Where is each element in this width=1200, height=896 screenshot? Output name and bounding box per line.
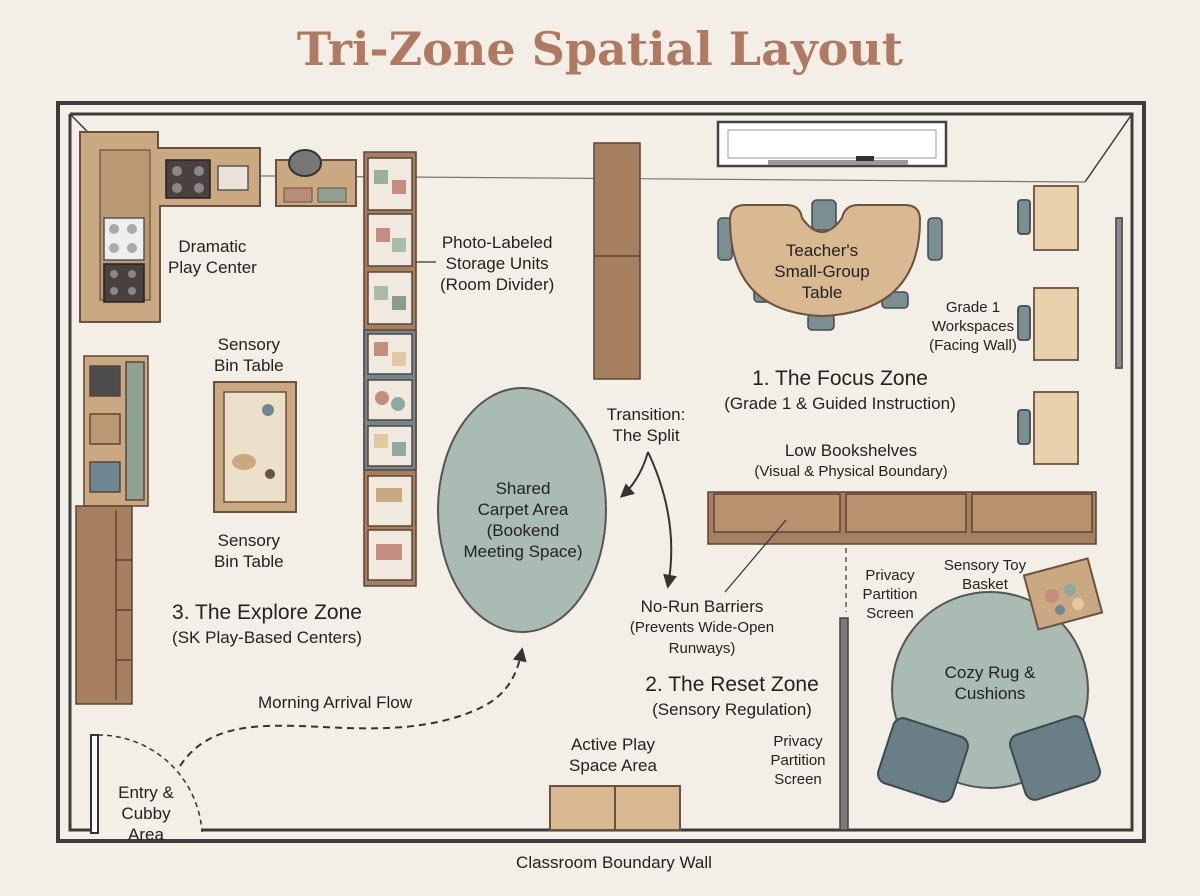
left-tall-shelf[interactable] [75,505,133,705]
reset-zone-label: 2. The Reset Zone(Sensory Regulation) [645,673,819,719]
explore-zone-label: 3. The Explore Zone(SK Play-Based Center… [172,601,362,647]
morning-arrival-flow-arrow [179,647,527,767]
low-bookshelves[interactable] [707,491,1097,545]
tall-shelf-divider[interactable] [593,142,641,380]
bookshelf-pointer-line [724,519,787,593]
sensory-bin-table[interactable] [213,381,297,513]
cozy-rug-label: Cozy Rug &Cushions [944,663,1036,703]
grade1-workspaces[interactable] [1017,185,1123,465]
storage-units-divider[interactable] [363,151,417,587]
diagram-title: Tri-Zone Spatial Layout [296,22,904,76]
whiteboard [716,120,948,168]
active-play-mat[interactable] [549,785,681,831]
low-bookshelves-label: Low Bookshelves(Visual & Physical Bounda… [754,441,948,480]
shared-carpet[interactable] [437,387,607,633]
entry-door[interactable] [90,734,203,834]
cushions[interactable] [875,714,1102,805]
dramatic-play-kitchen[interactable] [79,131,261,323]
sensory-toy-basket[interactable] [1022,557,1104,631]
teacher-small-group-table[interactable] [717,199,943,331]
cooking-cart[interactable] [275,149,357,207]
sensory-side-shelf[interactable] [83,355,149,507]
boundary-wall-label: Classroom Boundary Wall [516,853,712,872]
morning-arrival-label: Morning Arrival Flow [258,693,412,712]
transition-label: Transition:The Split [606,405,686,445]
privacy-partition-screen[interactable] [839,617,849,831]
transition-split-arrows [619,451,677,589]
focus-zone-label: 1. The Focus Zone(Grade 1 & Guided Instr… [724,367,956,413]
